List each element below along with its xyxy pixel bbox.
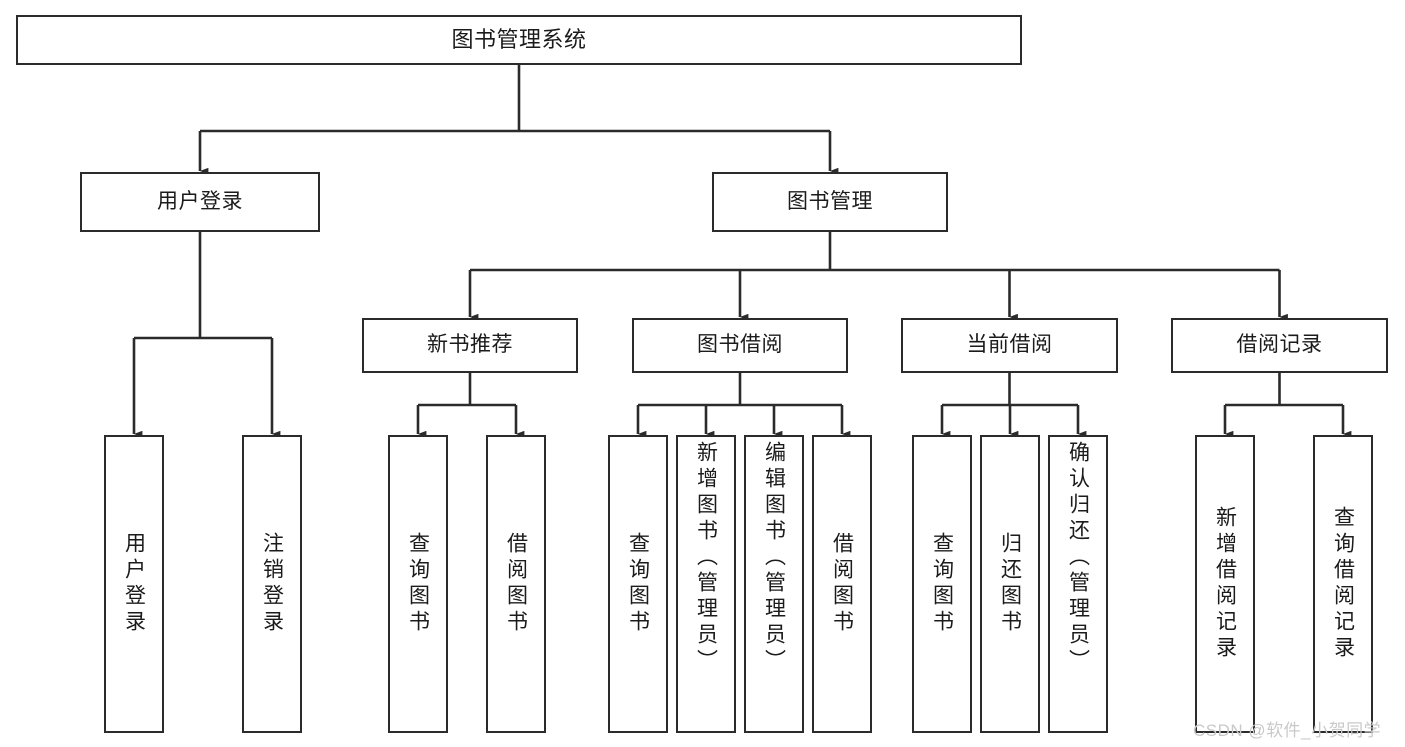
node-leaf-query-record[interactable]: 查询借阅记录 (1313, 435, 1373, 733)
node-label: 借阅图书 (504, 532, 528, 636)
edge-group (132, 65, 1352, 438)
node-leaf-edit-book[interactable]: 编辑图书（管理员） (744, 435, 804, 733)
node-label: 新增借阅记录 (1213, 506, 1237, 662)
node-label: 图书管理系统 (451, 27, 587, 53)
node-current-borrow[interactable]: 当前借阅 (901, 318, 1118, 373)
node-label: 借阅图书 (830, 532, 854, 636)
node-root[interactable]: 图书管理系统 (16, 15, 1022, 65)
node-label: 查询图书 (930, 532, 954, 636)
node-label: 新增图书（管理员） (694, 441, 718, 675)
node-leaf-query-book[interactable]: 查询图书 (608, 435, 668, 733)
node-leaf-add-record[interactable]: 新增借阅记录 (1195, 435, 1255, 733)
node-label: 新书推荐 (427, 333, 513, 357)
node-leaf-return-book[interactable]: 归还图书 (980, 435, 1040, 733)
node-label: 编辑图书（管理员） (762, 441, 786, 675)
node-label: 归还图书 (998, 532, 1022, 636)
node-label: 用户登录 (157, 189, 243, 213)
node-new-book-rec[interactable]: 新书推荐 (362, 318, 578, 373)
node-book-admin[interactable]: 图书管理 (712, 172, 948, 232)
node-label: 图书借阅 (697, 333, 783, 357)
node-user-login[interactable]: 用户登录 (80, 172, 320, 232)
node-label: 确认归还（管理员） (1066, 441, 1090, 675)
node-leaf-user-login[interactable]: 用户登录 (104, 435, 164, 733)
node-label: 借阅记录 (1236, 333, 1323, 357)
node-borrow-record[interactable]: 借阅记录 (1171, 318, 1388, 373)
node-leaf-query-book-rec[interactable]: 查询图书 (388, 435, 448, 733)
node-leaf-borrow-book-rec[interactable]: 借阅图书 (486, 435, 546, 733)
watermark: CSDN @软件_小贺同学 (1193, 721, 1382, 740)
node-label: 用户登录 (122, 532, 146, 636)
node-label: 注销登录 (260, 532, 284, 636)
node-leaf-query-current[interactable]: 查询图书 (912, 435, 972, 733)
node-label: 当前借阅 (966, 333, 1053, 357)
node-leaf-add-book[interactable]: 新增图书（管理员） (676, 435, 736, 733)
node-book-borrow[interactable]: 图书借阅 (632, 318, 848, 373)
node-leaf-confirm-return[interactable]: 确认归还（管理员） (1048, 435, 1108, 733)
node-label: 查询借阅记录 (1331, 506, 1355, 662)
node-label: 图书管理 (787, 189, 873, 213)
node-leaf-borrow-book[interactable]: 借阅图书 (812, 435, 872, 733)
node-label: 查询图书 (406, 532, 430, 636)
node-label: 查询图书 (626, 532, 650, 636)
node-leaf-user-logout[interactable]: 注销登录 (242, 435, 302, 733)
